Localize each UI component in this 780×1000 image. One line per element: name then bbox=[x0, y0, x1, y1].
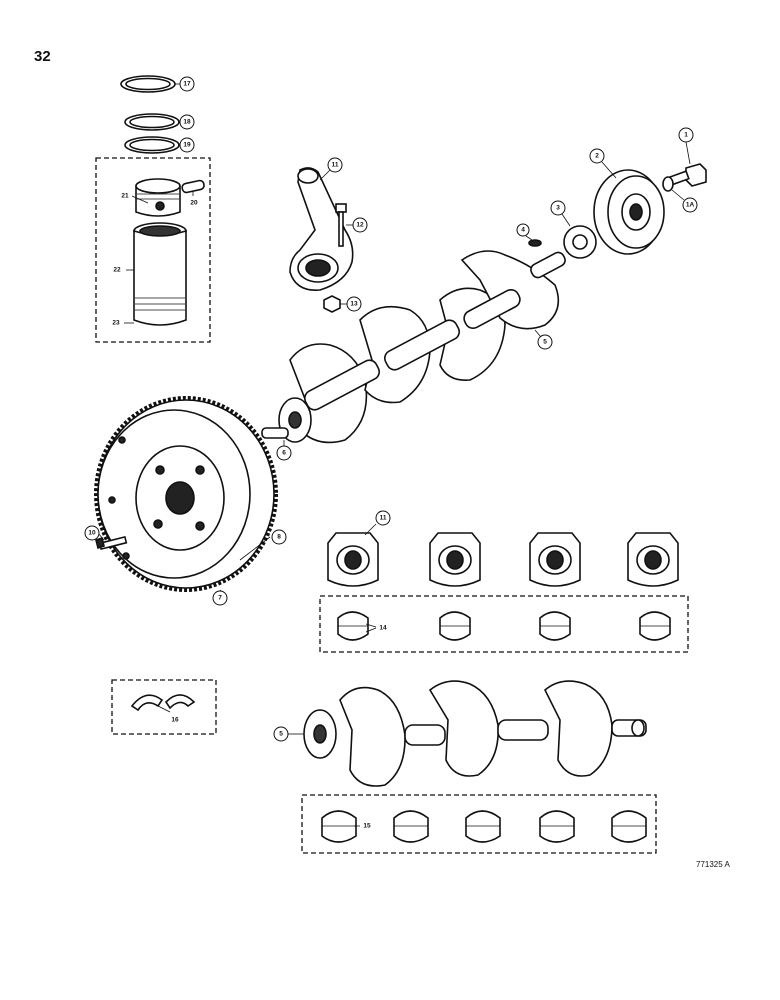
rod-bearing-14a bbox=[337, 611, 369, 641]
rod-nut-13 bbox=[323, 295, 341, 313]
callout-22-label: 22 bbox=[113, 267, 121, 274]
callout-7-label: 7 bbox=[218, 595, 222, 602]
callout-11a-label: 11 bbox=[332, 162, 339, 169]
callout-19-label: 19 bbox=[183, 142, 191, 149]
main-bearing-15d bbox=[539, 810, 575, 843]
callout-21-label: 21 bbox=[121, 193, 129, 200]
callout-16: 16 bbox=[171, 717, 179, 724]
callout-8-label: 8 bbox=[277, 534, 281, 541]
crankshaft-gear-3 bbox=[563, 225, 597, 259]
cylinder-liner-22 bbox=[133, 222, 187, 326]
callout-21: 21 bbox=[121, 193, 129, 200]
callout-8: 8 bbox=[271, 529, 287, 545]
callout-15-label: 15 bbox=[363, 823, 371, 830]
rod-bearing-14b bbox=[439, 611, 471, 641]
main-bearing-box bbox=[301, 794, 657, 854]
callout-15: 15 bbox=[363, 823, 371, 830]
callout-1-label: 1 bbox=[684, 132, 688, 139]
main-bearing-15a bbox=[321, 810, 357, 843]
piston-ring-19 bbox=[124, 136, 180, 154]
flywheel-7 bbox=[97, 399, 275, 589]
callout-1: 1 bbox=[678, 127, 694, 143]
callout-11b: 11 bbox=[375, 510, 391, 526]
callout-5a: 5 bbox=[537, 334, 553, 350]
callout-20-label: 20 bbox=[190, 200, 198, 207]
piston-ring-18 bbox=[124, 113, 180, 131]
pulley-bolt-1 bbox=[668, 163, 707, 187]
callout-6-label: 6 bbox=[282, 450, 286, 457]
connecting-rod-11 bbox=[289, 167, 354, 291]
piston-pin-20 bbox=[181, 179, 205, 194]
callout-17-label: 17 bbox=[183, 81, 191, 88]
crankshaft-upper bbox=[261, 250, 566, 444]
callout-4-label: 4 bbox=[521, 227, 525, 234]
callout-11b-label: 11 bbox=[380, 515, 387, 522]
rod-end-1 bbox=[327, 532, 379, 587]
callout-22: 22 bbox=[113, 267, 121, 274]
thrust-washer-16a bbox=[130, 694, 164, 712]
callout-12: 12 bbox=[352, 217, 368, 233]
callout-3: 3 bbox=[550, 200, 566, 216]
rod-end-2 bbox=[429, 532, 481, 587]
callout-3-label: 3 bbox=[556, 205, 560, 212]
callout-13: 13 bbox=[346, 296, 362, 312]
reference-code: 771325 A bbox=[696, 860, 730, 869]
callout-18-label: 18 bbox=[183, 119, 191, 126]
flywheel-bolt-10 bbox=[95, 535, 128, 551]
main-bearing-15c bbox=[465, 810, 501, 843]
callout-10-label: 10 bbox=[88, 530, 96, 537]
rod-end-4 bbox=[627, 532, 679, 587]
main-bearing-15b bbox=[393, 810, 429, 843]
callout-12-label: 12 bbox=[356, 222, 364, 229]
thrust-washer-16b bbox=[164, 694, 196, 710]
callout-1a-label: 1A bbox=[686, 202, 695, 209]
piston-ring-17 bbox=[120, 75, 176, 93]
callout-14-label: 14 bbox=[379, 625, 387, 632]
pulley-2 bbox=[593, 169, 665, 255]
callout-2-label: 2 bbox=[595, 153, 599, 160]
callout-17: 17 bbox=[179, 76, 195, 92]
callout-23: 23 bbox=[112, 320, 120, 327]
callout-7: 7 bbox=[212, 590, 228, 606]
rod-bolt-12 bbox=[335, 203, 347, 247]
crankshaft-lower bbox=[303, 680, 647, 787]
rod-bearing-box bbox=[319, 595, 689, 653]
callout-5b-label: 5 bbox=[279, 731, 283, 738]
callout-18: 18 bbox=[179, 114, 195, 130]
rod-bearing-14d bbox=[639, 611, 671, 641]
piston-kit-box bbox=[95, 157, 211, 343]
ring-gear-8 bbox=[94, 396, 278, 592]
callout-4: 4 bbox=[516, 223, 530, 237]
rod-end-3 bbox=[529, 532, 581, 587]
callout-2: 2 bbox=[589, 148, 605, 164]
callout-19: 19 bbox=[179, 137, 195, 153]
thrust-washer-box bbox=[111, 679, 217, 735]
callout-6: 6 bbox=[276, 445, 292, 461]
callout-5a-label: 5 bbox=[543, 339, 547, 346]
woodruff-key-4 bbox=[528, 239, 542, 247]
callout-20: 20 bbox=[190, 200, 198, 207]
callout-11a: 11 bbox=[327, 157, 343, 173]
main-bearing-15e bbox=[611, 810, 647, 843]
piston-21 bbox=[135, 178, 181, 217]
callout-23-label: 23 bbox=[112, 320, 120, 327]
callout-14: 14 bbox=[379, 625, 387, 632]
callout-16-label: 16 bbox=[171, 717, 179, 724]
washer-1a bbox=[662, 176, 674, 192]
rod-bearing-14c bbox=[539, 611, 571, 641]
callout-10: 10 bbox=[84, 525, 100, 541]
callout-5b: 5 bbox=[273, 726, 289, 742]
page-number: 32 bbox=[34, 48, 51, 65]
callout-13-label: 13 bbox=[350, 301, 358, 308]
callout-1a: 1A bbox=[682, 197, 698, 213]
